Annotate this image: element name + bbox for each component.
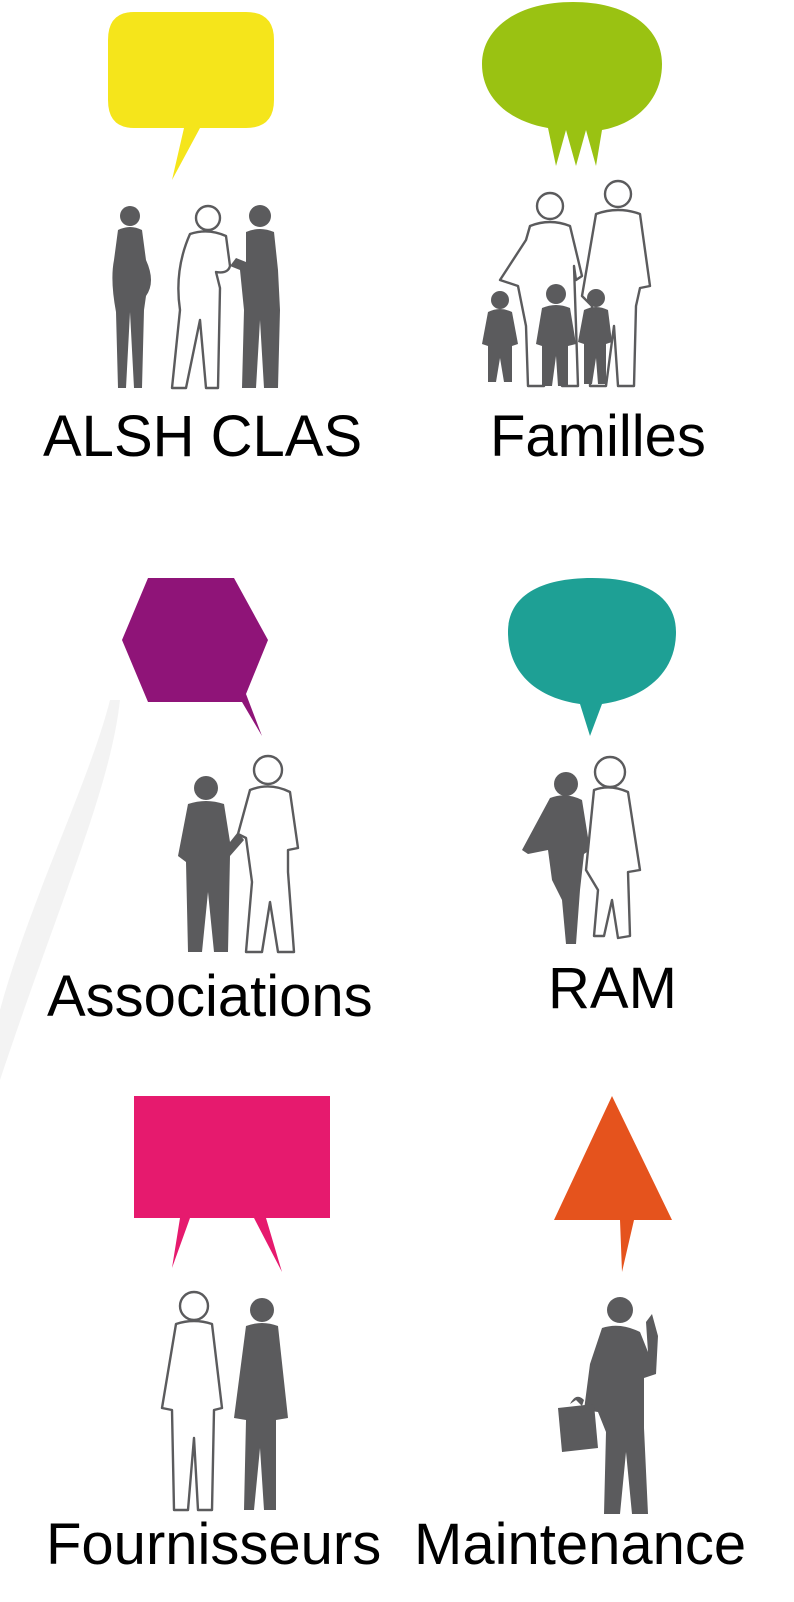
people-maintenance bbox=[558, 1297, 658, 1514]
silhouette-child-dark bbox=[536, 284, 576, 386]
bubble-shape bbox=[554, 1096, 672, 1272]
people-fournisseurs bbox=[160, 1290, 288, 1512]
people-associations bbox=[178, 754, 300, 954]
speech-bubble-ram bbox=[508, 578, 676, 736]
group-label-maintenance: Maintenance bbox=[414, 1512, 747, 1577]
group-label-familles: Familles bbox=[490, 404, 706, 469]
bubble-shape bbox=[508, 578, 676, 736]
people-ram bbox=[522, 755, 642, 944]
silhouette-worker-dark bbox=[558, 1297, 658, 1514]
silhouette-woman-dark bbox=[112, 206, 151, 388]
bubble-shape bbox=[482, 2, 662, 166]
silhouette-woman-outline bbox=[498, 191, 584, 388]
speech-bubble-associations bbox=[122, 578, 268, 736]
speech-bubble-familles bbox=[482, 2, 662, 166]
bubble-shape bbox=[122, 578, 268, 736]
silhouette-woman-dark bbox=[234, 1298, 288, 1510]
silhouette-man-outline bbox=[170, 204, 232, 390]
group-label-fournisseurs: Fournisseurs bbox=[46, 1512, 382, 1577]
silhouette-man-dark bbox=[230, 205, 280, 388]
group-label-associations: Associations bbox=[47, 964, 373, 1029]
people-familles bbox=[482, 179, 652, 388]
silhouette-man-dark bbox=[178, 776, 244, 952]
silhouette-woman-dark bbox=[522, 772, 590, 944]
speech-bubble-fournisseurs bbox=[134, 1096, 330, 1272]
group-label-alsh-clas: ALSH CLAS bbox=[43, 404, 363, 469]
silhouette-child-dark bbox=[578, 289, 612, 384]
group-label-ram: RAM bbox=[548, 956, 677, 1021]
bubble-shape bbox=[108, 12, 274, 180]
silhouette-woman-outline bbox=[584, 755, 642, 940]
speech-bubble-maintenance bbox=[554, 1096, 672, 1272]
bubble-shape bbox=[134, 1096, 330, 1272]
speech-bubble-alsh-clas bbox=[108, 12, 274, 180]
silhouette-man-outline bbox=[236, 754, 300, 954]
silhouette-man-outline bbox=[160, 1290, 224, 1512]
people-alsh-clas bbox=[112, 204, 280, 390]
silhouette-child-dark bbox=[482, 291, 518, 382]
